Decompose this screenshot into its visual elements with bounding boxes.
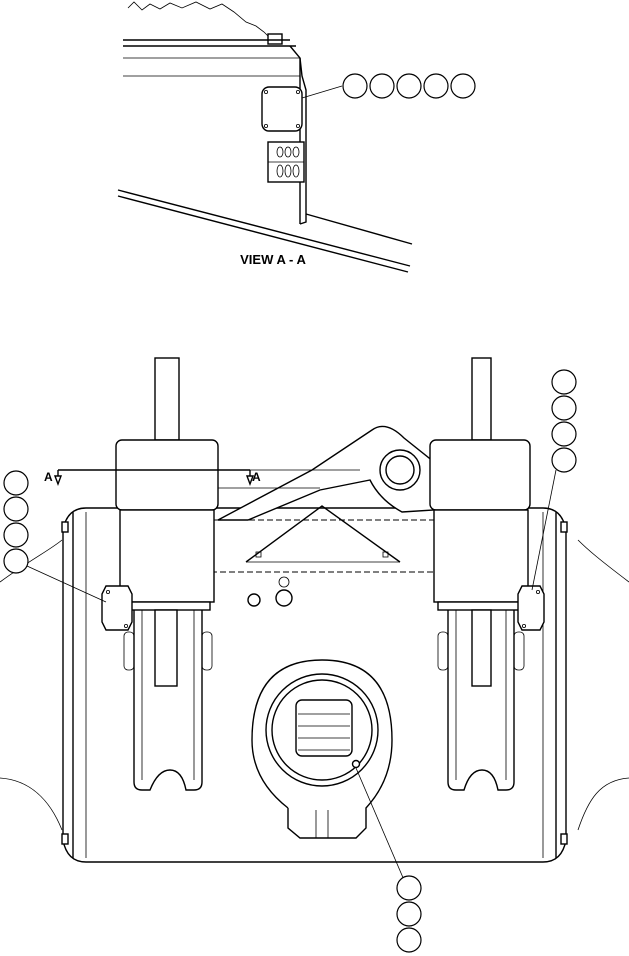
callout-bubbles-left [3, 470, 107, 603]
callout-bubbles-top [342, 73, 476, 99]
section-mark-right: A [252, 470, 261, 484]
main-assembly [0, 357, 629, 863]
callout-bubbles-bottom [355, 767, 422, 953]
detail-view-a-a [117, 1, 413, 273]
callout-bubbles-right [531, 369, 577, 591]
section-line: A A [44, 469, 261, 486]
view-label: VIEW A - A [240, 252, 306, 267]
section-mark-left: A [44, 470, 53, 484]
